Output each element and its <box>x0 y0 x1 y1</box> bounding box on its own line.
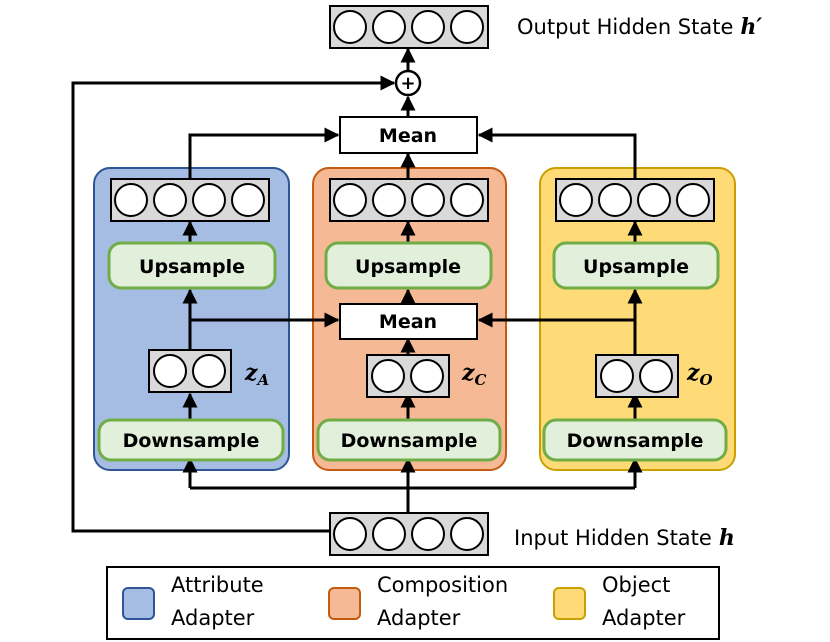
legend-swatch-object <box>553 587 586 620</box>
residual-add-node <box>394 69 422 97</box>
composition-upsample-box <box>324 241 493 290</box>
attribute-downsample-box <box>97 418 285 462</box>
legend-swatch-composition <box>328 587 361 620</box>
legend-composition-line1: Composition <box>377 573 508 597</box>
middle-mean-label: Mean <box>379 311 437 333</box>
connectors <box>71 47 643 533</box>
object-latent-bar <box>595 354 679 398</box>
attribute-upsample-label: Upsample <box>139 256 245 278</box>
input-hidden-state-bar <box>329 512 489 556</box>
object-upsample-box <box>552 241 720 290</box>
composition-latent-bar <box>366 354 450 398</box>
attribute-latent-label: zA <box>244 360 269 389</box>
object-upsample-label: Upsample <box>583 256 689 278</box>
legend-swatch-attribute <box>122 587 155 620</box>
output-hidden-state-bar <box>329 5 489 49</box>
attribute-downsample-label: Downsample <box>123 430 260 452</box>
legend-attribute-line2: Adapter <box>171 606 255 630</box>
attribute-latent-bar <box>148 349 232 393</box>
composition-downsample-label: Downsample <box>341 430 478 452</box>
top-mean-label: Mean <box>379 125 437 147</box>
top-mean-box <box>339 116 478 154</box>
composition-state-bar <box>329 178 489 222</box>
object-latent-label: zO <box>686 360 713 389</box>
attribute-state-bar <box>110 178 270 222</box>
composition-latent-label: zC <box>461 360 487 389</box>
attribute-upsample-box <box>107 241 277 290</box>
plus-symbol: + <box>400 73 415 94</box>
composition-downsample-box <box>316 418 502 462</box>
middle-mean-box <box>339 303 478 340</box>
object-state-bar <box>555 178 715 222</box>
object-downsample-box <box>542 418 728 462</box>
legend-composition-line2: Adapter <box>377 606 461 630</box>
legend-box <box>106 566 720 640</box>
legend-object-line1: Object <box>602 573 670 597</box>
legend-object-line2: Adapter <box>602 606 686 630</box>
composition-upsample-label: Upsample <box>355 256 461 278</box>
legend-attribute-line1: Attribute <box>171 573 264 597</box>
object-downsample-label: Downsample <box>567 430 704 452</box>
